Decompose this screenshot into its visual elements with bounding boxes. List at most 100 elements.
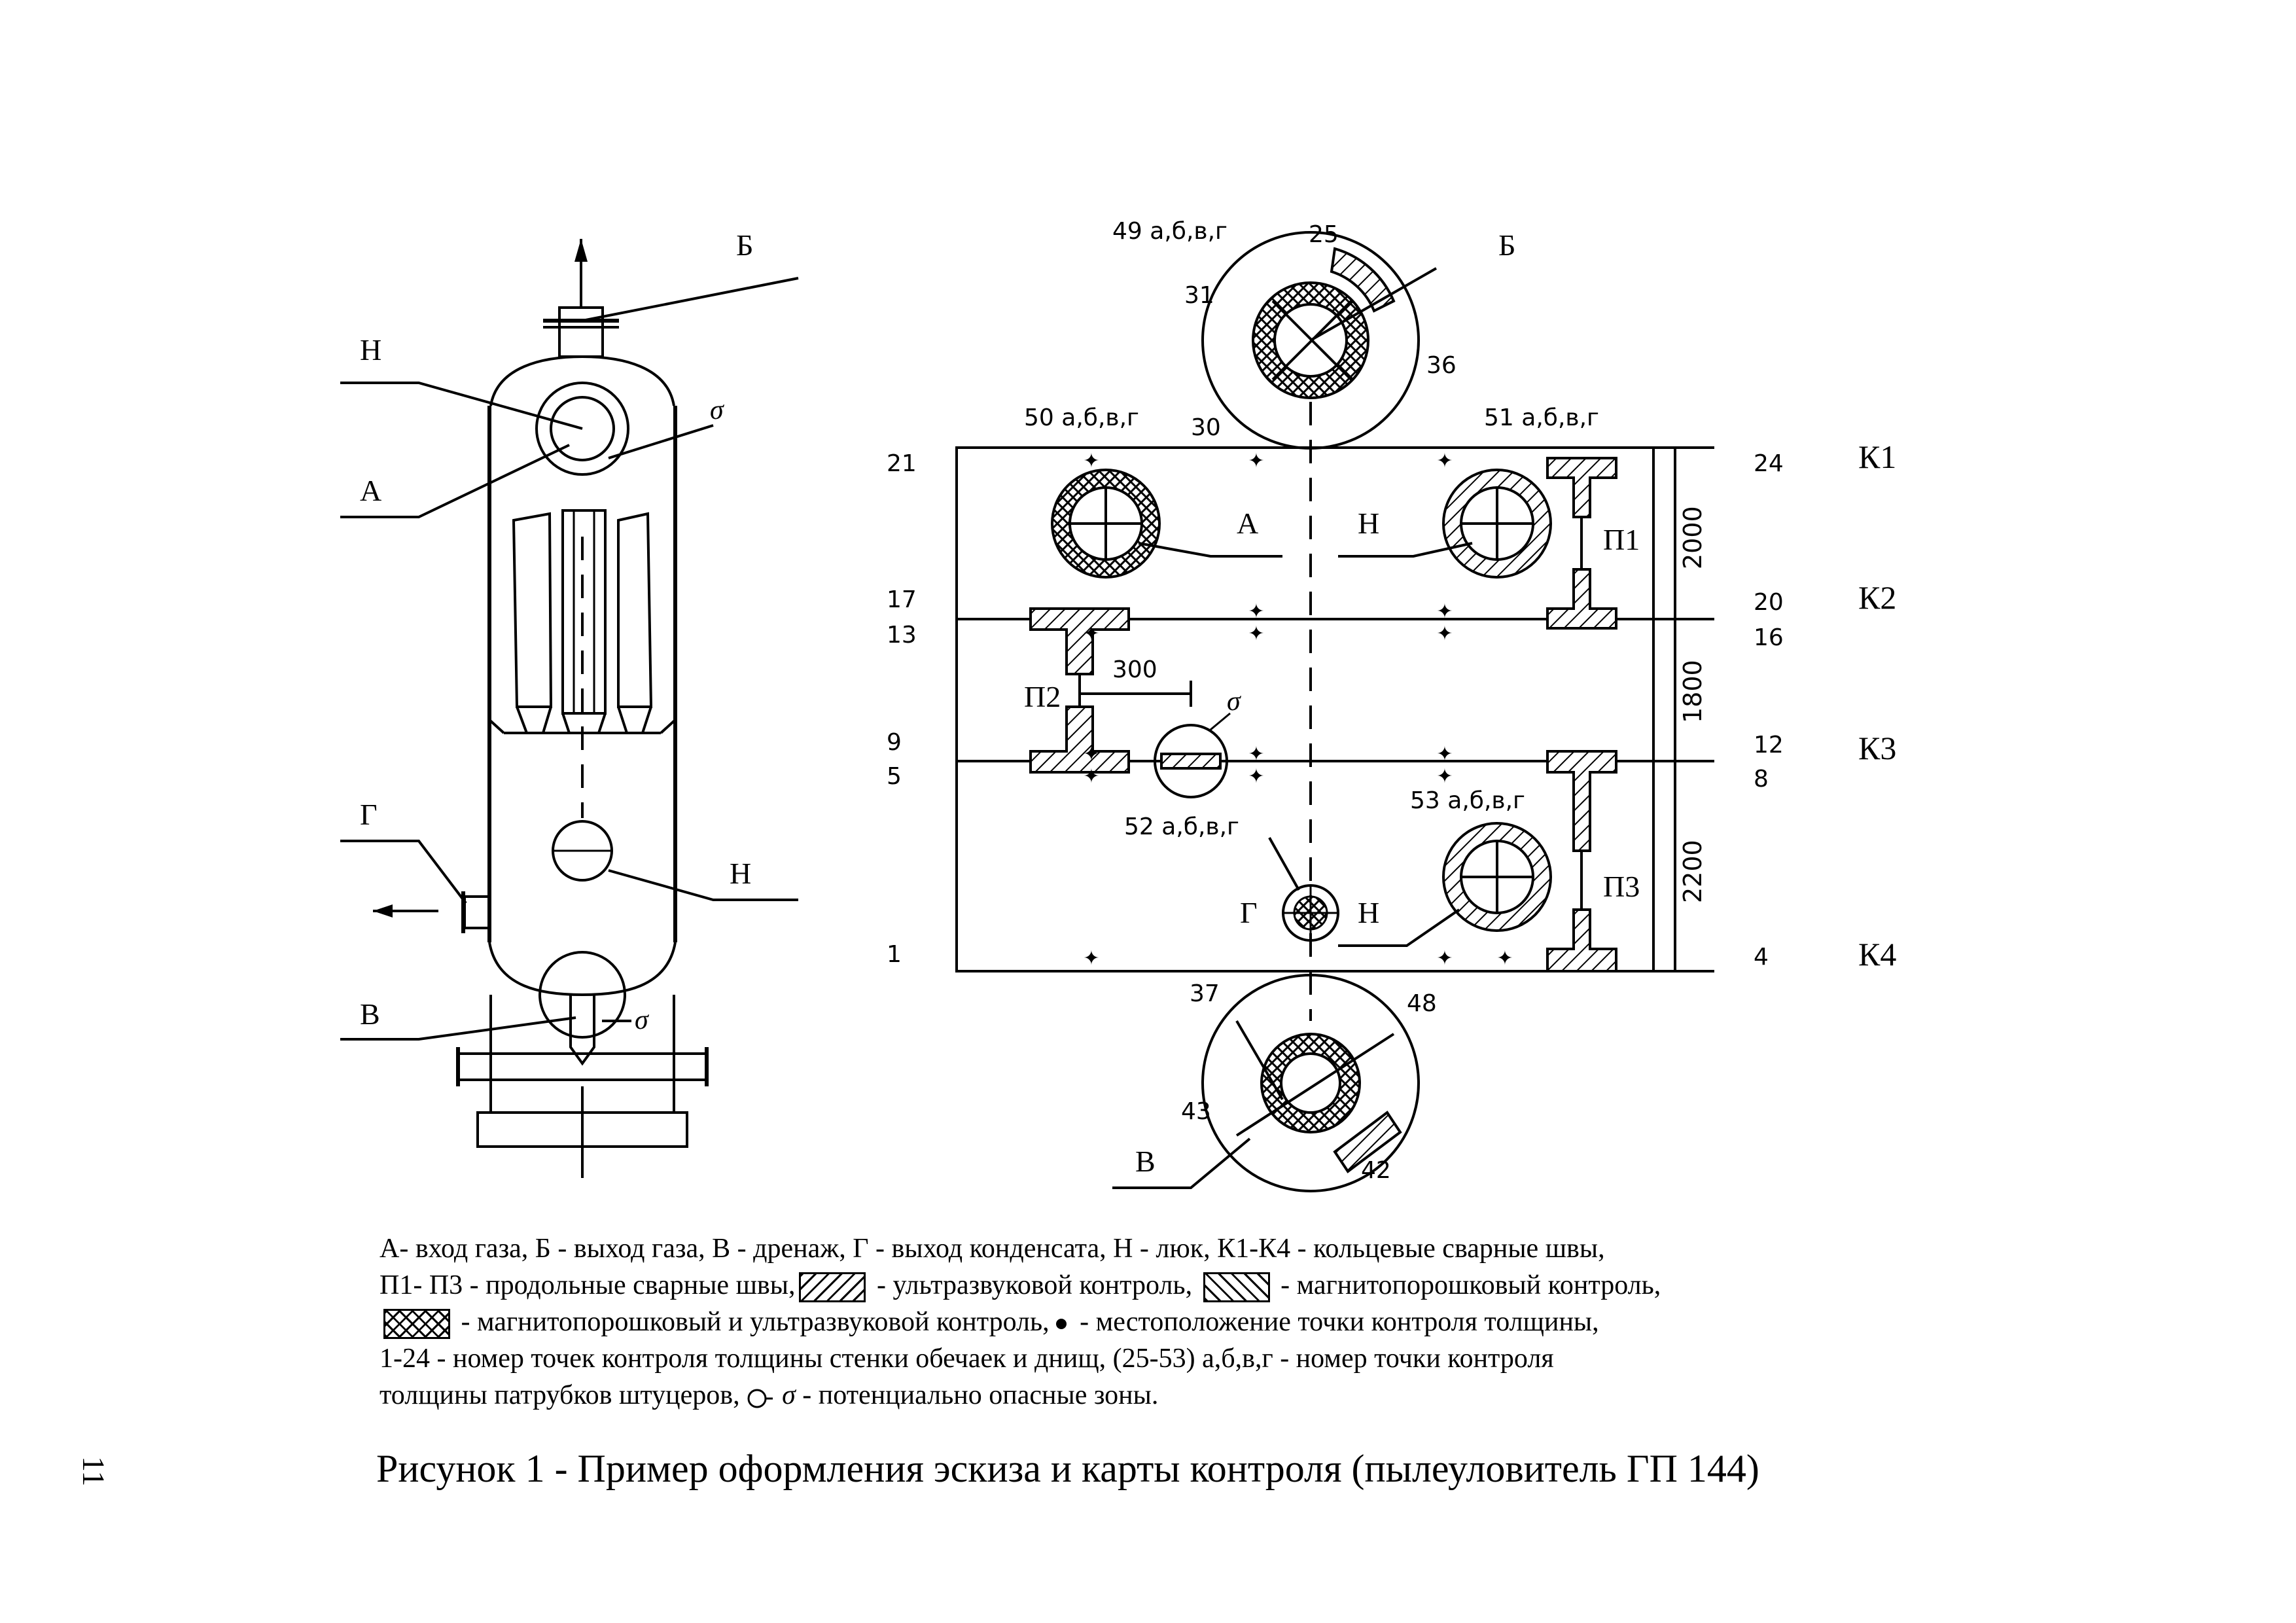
- legend-nozzle-thickness: толщины патрубков штуцеров,: [380, 1380, 740, 1410]
- ring-weld-K4: К4: [1858, 936, 1896, 972]
- nozzle-53: [1338, 822, 1552, 947]
- svg-text:✦: ✦: [1436, 765, 1453, 788]
- svg-text:✦: ✦: [1436, 450, 1453, 473]
- legend-line-5: толщины патрубков штуцеров, σ - потенциа…: [380, 1377, 2055, 1414]
- ring-weld-K3: К3: [1858, 730, 1896, 766]
- right-number-20: 20: [1754, 589, 1784, 616]
- label-nozzle-52: 52 а,б,в,г: [1124, 813, 1239, 840]
- legend-long-welds: П1- П3 - продольные сварные швы,: [380, 1270, 796, 1300]
- page-number: 11: [76, 1456, 111, 1487]
- point-31: 31: [1184, 282, 1214, 309]
- label-G-left: Г: [360, 798, 378, 831]
- weld-P3: [1546, 750, 1617, 972]
- label-B-left: Б: [736, 228, 753, 262]
- label-nozzle-51: 51 а,б,в,г: [1484, 404, 1599, 431]
- right-number-4: 4: [1754, 944, 1769, 971]
- nozzle-51: [1338, 469, 1552, 579]
- svg-text:✦: ✦: [1248, 450, 1264, 473]
- label-N-top-left: Н: [360, 333, 381, 366]
- legend-sigma: σ: [782, 1380, 796, 1410]
- label-B-right: Б: [1498, 228, 1515, 262]
- point-43: 43: [1181, 1098, 1211, 1125]
- legend-line-1: А- вход газа, Б - выход газа, В - дренаж…: [380, 1234, 1605, 1264]
- nozzle-52: [1282, 884, 1339, 942]
- right-number-16: 16: [1754, 624, 1784, 651]
- left-number-13: 13: [887, 622, 917, 649]
- svg-text:✦: ✦: [1248, 622, 1264, 645]
- ring-weld-K1: К1: [1858, 438, 1896, 475]
- label-N-mid-left: Н: [730, 857, 751, 890]
- label-nozzle-53: 53 а,б,в,г: [1410, 787, 1525, 814]
- left-number-1: 1: [887, 941, 902, 968]
- nozzle-50: [1051, 469, 1282, 579]
- right-number-12: 12: [1754, 732, 1784, 758]
- legend-thickness-point: - местоположение точки контроля толщины,: [1072, 1307, 1599, 1337]
- svg-text:✦: ✦: [1436, 947, 1453, 970]
- ring-weld-K2: К2: [1858, 579, 1896, 616]
- dimension-2200: 2200: [1678, 840, 1707, 903]
- legend-ultrasonic: - ультразвуковой контроль,: [870, 1270, 1193, 1300]
- combined-hatch-swatch: [383, 1309, 450, 1340]
- danger-zone-icon: [747, 1389, 773, 1408]
- legend-danger-zones: - потенциально опасные зоны.: [795, 1380, 1159, 1410]
- weld-P2: [1029, 607, 1231, 798]
- label-N2-right: Н: [1358, 896, 1379, 929]
- magnetic-hatch-swatch: [1203, 1272, 1270, 1303]
- long-weld-P3: П3: [1603, 870, 1640, 903]
- right-number-8: 8: [1754, 766, 1769, 793]
- weld-P1: [1546, 457, 1617, 630]
- vessel-side-view: Б Н σ А Г Н В σ: [340, 228, 799, 1178]
- label-sigma-right: σ: [1227, 687, 1242, 717]
- label-nozzle-49: 49 а,б,в,г: [1112, 218, 1227, 245]
- dimension-1800: 1800: [1678, 660, 1707, 723]
- label-sigma-bottom-left: σ: [635, 1005, 650, 1035]
- long-weld-P1: П1: [1603, 523, 1640, 556]
- legend-line-3: - магнитопорошковый и ультразвуковой кон…: [380, 1304, 2055, 1340]
- left-number-5: 5: [887, 763, 902, 790]
- label-A-right: А: [1237, 507, 1258, 540]
- svg-text:✦: ✦: [1083, 743, 1099, 766]
- nozzle-drain: [1112, 974, 1420, 1192]
- label-sigma-top-left: σ: [710, 395, 725, 425]
- point-37: 37: [1190, 980, 1220, 1007]
- svg-text:✦: ✦: [1248, 743, 1264, 766]
- control-map: 2000 1800 2200: [887, 218, 1896, 1192]
- svg-text:✦: ✦: [1083, 450, 1099, 473]
- label-V-left: В: [360, 997, 380, 1031]
- left-number-17: 17: [887, 586, 917, 613]
- label-nozzle-50: 50 а,б,в,г: [1024, 404, 1139, 431]
- svg-text:✦: ✦: [1496, 947, 1513, 970]
- nozzle-49: [1201, 231, 1437, 450]
- svg-text:✦: ✦: [1083, 765, 1099, 788]
- thickness-points: ✦✦✦ ✦✦ ✦✦✦ ✦✦✦ ✦✦✦ ✦✦✦: [1083, 450, 1513, 970]
- label-N1-right: Н: [1358, 507, 1379, 540]
- point-30: 30: [1191, 414, 1221, 441]
- svg-text:✦: ✦: [1436, 743, 1453, 766]
- long-weld-P2: П2: [1024, 680, 1061, 713]
- label-A-left: А: [360, 474, 381, 507]
- svg-text:✦: ✦: [1436, 622, 1453, 645]
- legend: А- вход газа, Б - выход газа, В - дренаж…: [380, 1230, 2055, 1414]
- svg-text:✦: ✦: [1248, 765, 1264, 788]
- point-36: 36: [1426, 352, 1457, 379]
- right-number-24: 24: [1754, 450, 1784, 477]
- label-offset-300: 300: [1112, 656, 1157, 683]
- ultrasonic-hatch-swatch: [799, 1272, 866, 1303]
- label-G-right: Г: [1240, 896, 1258, 929]
- figure-caption: Рисунок 1 - Пример оформления эскиза и к…: [376, 1447, 1759, 1490]
- legend-line-4: 1-24 - номер точек контроля толщины стен…: [380, 1344, 1554, 1374]
- legend-line-2: П1- П3 - продольные сварные швы, - ультр…: [380, 1267, 2055, 1304]
- point-25: 25: [1309, 221, 1339, 248]
- thickness-point-icon: [1055, 1319, 1067, 1330]
- legend-combined: - магнитопорошковый и ультразвуковой кон…: [454, 1307, 1050, 1337]
- left-number-9: 9: [887, 729, 902, 756]
- left-number-21: 21: [887, 450, 917, 477]
- point-42: 42: [1361, 1157, 1391, 1184]
- svg-text:✦: ✦: [1083, 622, 1099, 645]
- legend-magnetic: - магнитопорошковый контроль,: [1273, 1270, 1661, 1300]
- dimension-2000: 2000: [1678, 506, 1707, 569]
- cyclone-elements: [488, 509, 677, 734]
- svg-text:✦: ✦: [1436, 600, 1453, 623]
- point-48: 48: [1407, 990, 1437, 1017]
